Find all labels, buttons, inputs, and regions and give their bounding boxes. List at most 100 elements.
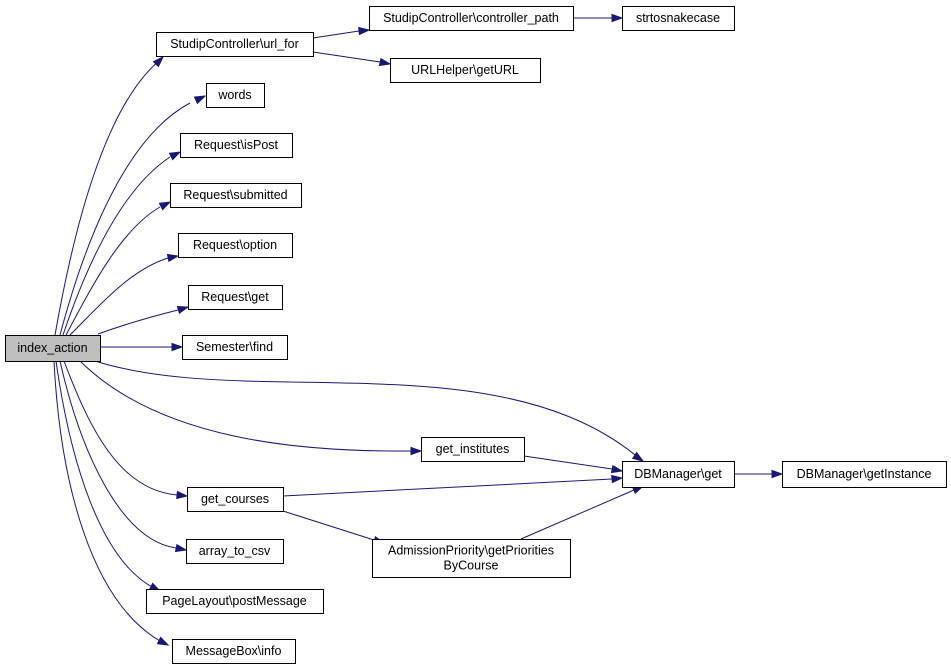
node-label: Request\isPost: [194, 138, 279, 152]
node-label: DBManager\get: [634, 467, 722, 481]
edge-index-postmessage: [55, 360, 162, 592]
node-box: [182, 335, 288, 360]
edge-index-submitted: [65, 201, 172, 336]
edge-index-get_courses: [63, 360, 189, 500]
node-label: Request\option: [193, 238, 277, 252]
node-box: [782, 461, 947, 488]
node-geturl[interactable]: URLHelper\getURL: [390, 58, 541, 83]
node-label: StudipController\controller_path: [383, 11, 559, 25]
arrowhead: [378, 57, 392, 67]
node-label: StudipController\url_for: [170, 37, 299, 51]
node-url-for[interactable]: StudipController\url_for: [156, 32, 314, 57]
node-box: [206, 83, 265, 108]
node-box: [180, 133, 293, 158]
node-label: get_institutes: [436, 442, 510, 456]
call-nodes: index_action StudipController\url_for Stud…: [5, 6, 947, 664]
node-label: Semester\find: [196, 340, 273, 354]
edge-priorities-dbget: [520, 485, 645, 540]
node-label: ByCourse: [444, 559, 499, 573]
node-index-action[interactable]: index_action: [5, 335, 101, 362]
arrowhead: [611, 13, 624, 23]
node-label: index_action: [17, 341, 87, 355]
node-label: Request\get: [201, 290, 269, 304]
arrowhead: [631, 451, 645, 462]
node-label: PageLayout\postMessage: [162, 594, 307, 608]
node-label: URLHelper\getURL: [411, 63, 519, 77]
node-box: [5, 335, 101, 362]
edge-index-institutes: [79, 360, 423, 456]
call-edges: [53, 13, 784, 646]
edge-url_for-geturl: [312, 51, 392, 67]
arrowhead: [171, 342, 184, 352]
node-box: [186, 539, 284, 564]
node-semester-find[interactable]: Semester\find: [182, 335, 288, 360]
node-label: words: [217, 88, 251, 102]
node-controller-path[interactable]: StudipController\controller_path: [369, 6, 574, 31]
edge-index-req_get: [97, 305, 190, 335]
arrowhead: [610, 464, 624, 474]
edge-index-ispost: [62, 151, 182, 336]
node-submitted[interactable]: Request\submitted: [170, 183, 302, 208]
node-label: array_to_csv: [199, 544, 271, 558]
arrowhead: [166, 253, 180, 263]
node-ispost[interactable]: Request\isPost: [180, 133, 293, 158]
node-box: [421, 437, 525, 462]
node-box: [369, 6, 574, 31]
node-option[interactable]: Request\option: [178, 233, 293, 258]
arrowhead: [176, 490, 189, 500]
edge-index-words: [59, 95, 207, 336]
edge-index-url_for: [54, 55, 165, 336]
node-array-to-csv[interactable]: array_to_csv: [186, 539, 284, 564]
arrowhead: [771, 469, 784, 479]
arrowhead: [158, 201, 172, 211]
node-box: [622, 461, 735, 488]
edge-url_for-controller: [312, 26, 371, 39]
arrowhead: [193, 95, 207, 105]
edge-institutes-dbget: [523, 455, 624, 474]
node-get-institutes[interactable]: get_institutes: [421, 437, 525, 462]
node-box: [170, 183, 302, 208]
arrowhead: [611, 474, 624, 484]
node-words[interactable]: words: [206, 83, 265, 108]
node-box: [390, 58, 541, 83]
arrowhead: [168, 151, 182, 161]
arrowhead: [358, 26, 371, 36]
node-getinstance[interactable]: DBManager\getInstance: [782, 461, 947, 488]
edge-index-dbget: [94, 360, 645, 462]
node-strtosnakecase[interactable]: strtosnakecase: [622, 6, 735, 31]
node-box: [172, 639, 296, 664]
arrowhead: [176, 305, 190, 315]
node-label: MessageBox\info: [186, 644, 282, 658]
edge-index-semester: [100, 342, 184, 352]
node-box: [178, 233, 293, 258]
node-box: [146, 589, 324, 614]
node-box: [156, 32, 314, 57]
edge-controller-strtosnake: [573, 13, 624, 23]
node-postmessage[interactable]: PageLayout\postMessage: [146, 589, 324, 614]
arrowhead: [174, 543, 188, 553]
edge-index-messagebox: [53, 360, 170, 646]
edge-index-option: [69, 253, 180, 336]
node-req-get[interactable]: Request\get: [188, 285, 283, 310]
arrowhead: [410, 446, 423, 456]
arrowhead: [152, 55, 165, 68]
node-box: [187, 487, 284, 512]
node-box: [188, 285, 283, 310]
node-label: Request\submitted: [183, 188, 287, 202]
node-get-courses[interactable]: get_courses: [187, 487, 284, 512]
node-label: strtosnakecase: [636, 11, 720, 25]
node-label: get_courses: [201, 492, 269, 506]
node-box: [372, 539, 571, 578]
node-label: DBManager\getInstance: [797, 467, 932, 481]
edge-index-array_csv: [59, 360, 188, 553]
node-label: AdmissionPriority\getPriorities: [388, 544, 554, 558]
edge-courses-priorities: [282, 510, 386, 545]
node-box: [622, 6, 735, 31]
node-dbmanager-get[interactable]: DBManager\get: [622, 461, 735, 488]
arrowhead: [156, 636, 170, 646]
node-messagebox-info[interactable]: MessageBox\info: [172, 639, 296, 664]
edge-dbget-getinstance: [734, 469, 784, 479]
edge-courses-dbget: [282, 474, 624, 497]
